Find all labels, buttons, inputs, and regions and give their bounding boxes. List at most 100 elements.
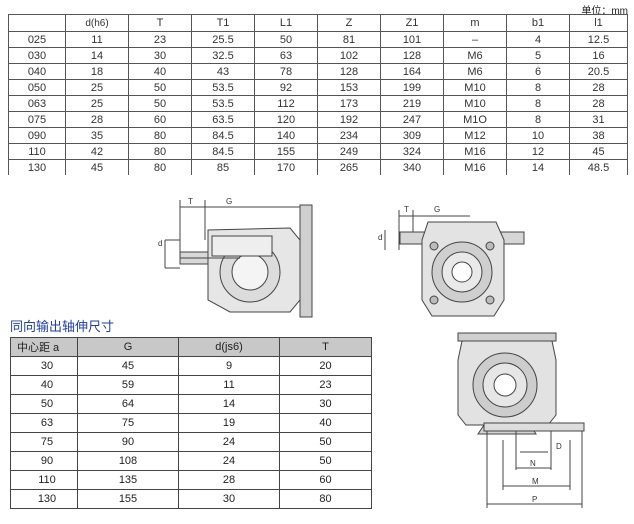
dimension-label-d-base: D: [556, 442, 562, 451]
table-cell: 24: [178, 451, 280, 471]
table-cell: 219: [380, 95, 444, 112]
table-cell: 173: [317, 95, 381, 112]
table-cell: 48.5: [569, 159, 628, 175]
dimension-label-t-right: T: [404, 205, 409, 214]
table-cell: 265: [317, 159, 381, 175]
table-cell: 12.5: [569, 31, 628, 48]
table-cell: 84.5: [191, 143, 255, 160]
table-cell: 11: [178, 375, 280, 395]
dimension-label-t-left: T: [188, 197, 193, 206]
table-cell: 340: [380, 159, 444, 175]
table-cell: 128: [317, 63, 381, 80]
table-cell: 153: [317, 79, 381, 96]
column-header: d(h6): [65, 14, 129, 32]
table-cell: 75: [10, 432, 78, 452]
table-cell: 199: [380, 79, 444, 96]
table-cell: 80: [128, 159, 192, 175]
column-header: d(js6): [178, 337, 280, 357]
column-header: m: [443, 14, 507, 32]
left-side-view-drawing: [164, 200, 313, 318]
table-cell: 40: [10, 375, 78, 395]
table-cell: 25: [65, 79, 129, 96]
table-cell: 75: [77, 413, 179, 433]
table-cell: 64: [77, 394, 179, 414]
table-cell: 45: [65, 159, 129, 175]
column-header: l1: [569, 14, 628, 32]
column-header: T: [279, 337, 372, 357]
dimension-label-d-right: d: [378, 233, 382, 242]
section-title: 同向输出轴伸尺寸: [10, 320, 115, 335]
table-cell: 60: [279, 470, 372, 490]
dimension-label-g-right: G: [434, 205, 440, 214]
table-cell: 53.5: [191, 95, 255, 112]
dimension-label-p: P: [532, 495, 537, 504]
table-cell: 16: [569, 47, 628, 64]
table-cell: 192: [317, 111, 381, 128]
table-cell: 80: [128, 143, 192, 160]
table-cell: 24: [178, 432, 280, 452]
table-cell: 108: [77, 451, 179, 471]
column-header: G: [77, 337, 179, 357]
table-cell: 135: [77, 470, 179, 490]
table-cell: 63: [10, 413, 78, 433]
column-header: b1: [506, 14, 570, 32]
table-cell: 45: [77, 356, 179, 376]
column-header: 中心距 a: [10, 337, 78, 357]
column-header: L1: [254, 14, 318, 32]
table-cell: 9: [178, 356, 280, 376]
dimension-label-d-left: d: [158, 239, 162, 248]
table-cell: 20: [279, 356, 372, 376]
table-cell: M16: [443, 159, 507, 175]
table-cell: 130: [10, 489, 78, 509]
table-cell: 50: [279, 451, 372, 471]
dimension-label-n: N: [530, 459, 536, 468]
table-cell: 102: [317, 47, 381, 64]
table-cell: 155: [77, 489, 179, 509]
table-cell: 63.5: [191, 111, 255, 128]
table-cell: 23: [279, 375, 372, 395]
table-cell: 80: [128, 127, 192, 144]
table-cell: 50: [10, 394, 78, 414]
column-header: [8, 14, 66, 32]
table-cell: 324: [380, 143, 444, 160]
table-cell: 110: [10, 470, 78, 490]
table-cell: 063: [8, 95, 66, 112]
table-cell: 110: [8, 143, 66, 160]
table-cell: 90: [77, 432, 179, 452]
table-cell: 28: [178, 470, 280, 490]
table-header-row: 中心距 a G d(js6) T: [10, 337, 372, 357]
table-cell: 14: [178, 394, 280, 414]
table-cell: 12: [506, 143, 570, 160]
table-cell: 90: [10, 451, 78, 471]
table-cell: 59: [77, 375, 179, 395]
dimension-label-m: M: [532, 477, 539, 486]
table-cell: 45: [569, 143, 628, 160]
table-cell: 30: [178, 489, 280, 509]
table-cell: 155: [254, 143, 318, 160]
table-cell: 42: [65, 143, 129, 160]
bottom-base-view-drawing: [457, 332, 585, 508]
unit-label: 单位：mm: [581, 6, 628, 17]
dimension-label-g-left: G: [226, 197, 232, 206]
table-cell: 30: [279, 394, 372, 414]
table-cell: 40: [279, 413, 372, 433]
table-cell: 80: [279, 489, 372, 509]
table-cell: 170: [254, 159, 318, 175]
table-cell: 30: [10, 356, 78, 376]
